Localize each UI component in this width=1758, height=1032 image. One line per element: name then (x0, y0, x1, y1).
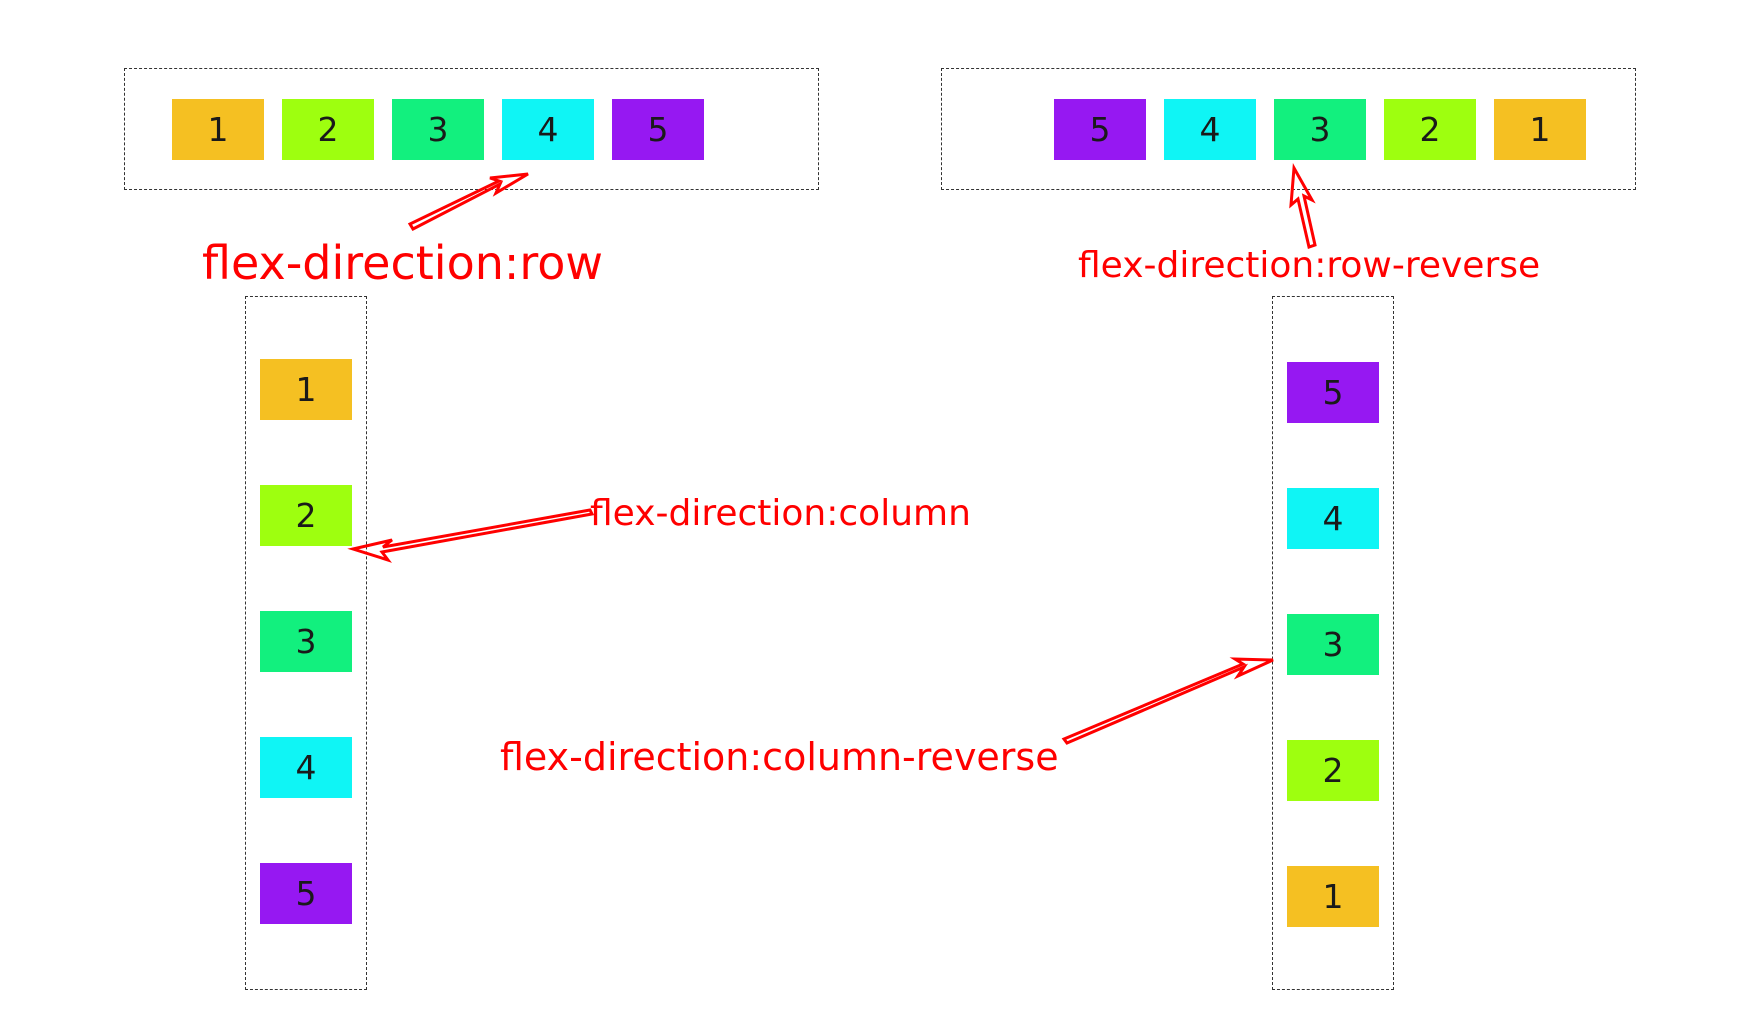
flex-item-3: 3 (1274, 98, 1366, 160)
flex-item-3: 3 (392, 98, 484, 160)
flex-item-4: 4 (502, 98, 594, 160)
flex-item-3: 3 (1287, 614, 1379, 675)
flex-item-5: 5 (1054, 98, 1146, 160)
flex-container-column: 1 2 3 4 5 (245, 296, 367, 990)
flex-item-4: 4 (260, 737, 352, 798)
arrow-column-reverse (1061, 657, 1274, 745)
flex-item-5: 5 (1287, 362, 1379, 423)
caption-column-reverse: flex-direction:column-reverse (500, 735, 1059, 779)
arrow-column (347, 508, 595, 563)
flex-item-5: 5 (612, 98, 704, 160)
flex-item-1: 1 (260, 359, 352, 420)
flex-container-column-reverse: 1 2 3 4 5 (1272, 296, 1394, 990)
flex-item-3: 3 (260, 611, 352, 672)
caption-row: flex-direction:row (202, 236, 604, 290)
flex-item-2: 2 (1384, 98, 1476, 160)
flex-item-1: 1 (1287, 866, 1379, 927)
caption-column: flex-direction:column (590, 493, 971, 534)
flex-item-2: 2 (282, 98, 374, 160)
flex-item-4: 4 (1287, 488, 1379, 549)
flex-item-2: 2 (1287, 740, 1379, 801)
flex-item-4: 4 (1164, 98, 1256, 160)
flex-item-2: 2 (260, 485, 352, 546)
flex-item-1: 1 (172, 98, 264, 160)
flex-item-1: 1 (1494, 98, 1586, 160)
caption-row-reverse: flex-direction:row-reverse (1078, 245, 1541, 286)
flex-item-5: 5 (260, 863, 352, 924)
